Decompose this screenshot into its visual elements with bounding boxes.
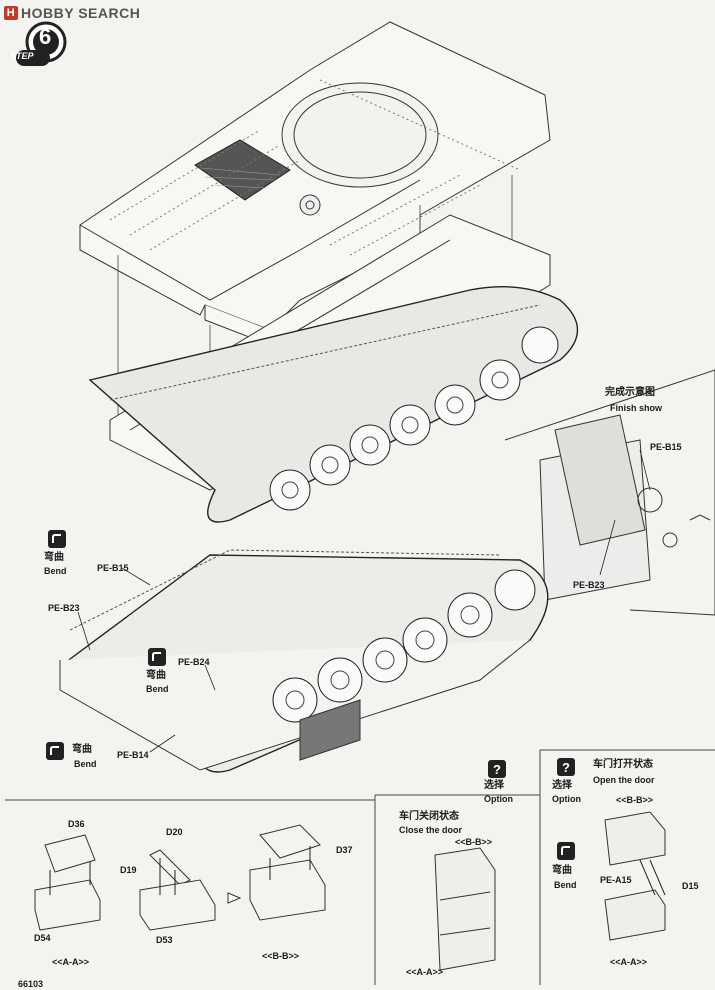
step-number: 6 <box>39 24 52 49</box>
part-label: D19 <box>120 865 137 875</box>
part-label: D53 <box>156 935 173 945</box>
road-wheels-upper <box>269 326 559 511</box>
option-label-zh: 选择 <box>484 780 504 791</box>
finish-title-zh: 完成示意图 <box>605 387 655 398</box>
watermark-logo-icon: H <box>4 6 18 20</box>
bend-icon <box>48 530 66 548</box>
road-wheels-lower <box>272 569 536 723</box>
panel-title-zh: 车门关闭状态 <box>399 811 459 822</box>
finish-title-en: Finish show <box>610 403 663 413</box>
section-label: <<A-A>> <box>610 957 648 967</box>
section-label: <<A-A>> <box>406 967 444 977</box>
bend-icon <box>46 742 64 760</box>
part-label: D37 <box>336 845 353 855</box>
option-label-zh: 选择 <box>552 780 572 791</box>
part-label: PE-A15 <box>600 875 632 885</box>
bottom-frame <box>5 749 715 985</box>
bend-label-en: Bend <box>554 880 577 890</box>
bend-label-en: Bend <box>74 759 97 769</box>
part-label: D54 <box>34 933 51 943</box>
panel-title-zh: 车门打开状态 <box>593 759 653 770</box>
bend-label-zh: 弯曲 <box>72 744 92 755</box>
finish-inset-frame <box>504 369 715 616</box>
option-icon: ? <box>488 760 506 778</box>
watermark: H HOBBY SEARCH <box>4 4 140 22</box>
panel-title-en: Open the door <box>593 775 655 785</box>
turret-ring <box>281 82 439 188</box>
bend-label-zh: 弯曲 <box>44 552 64 563</box>
bend-label-en: Bend <box>146 684 169 694</box>
part-label: PE-B23 <box>48 603 80 613</box>
section-label: <<A-A>> <box>52 957 90 967</box>
panel-title-en: Close the door <box>399 825 463 835</box>
part-label: D36 <box>68 819 85 829</box>
watermark-text: HOBBY SEARCH <box>21 5 141 21</box>
part-label: PE-B24 <box>178 657 210 667</box>
bend-icon <box>557 842 575 860</box>
option-icon: ? <box>557 758 575 776</box>
bend-icon <box>148 648 166 666</box>
right-track <box>88 286 579 523</box>
part-label: D20 <box>166 827 183 837</box>
section-label: <<B-B>> <box>455 837 493 847</box>
part-label: PE-B14 <box>117 750 149 760</box>
finish-part-label: PE-B15 <box>650 442 682 452</box>
section-label: <<B-B>> <box>616 795 654 805</box>
option-label-en: Option <box>484 794 513 804</box>
step-label: STEP <box>10 51 34 61</box>
part-label: D15 <box>682 881 699 891</box>
part-label: PE-B15 <box>97 563 129 573</box>
page-number: 66103 <box>18 979 44 989</box>
option-label-en: Option <box>552 794 581 804</box>
section-label: <<B-B>> <box>262 951 300 961</box>
finish-part-label: PE-B23 <box>573 580 605 590</box>
bend-label-en: Bend <box>44 566 67 576</box>
bend-label-zh: 弯曲 <box>146 670 166 681</box>
step-badge <box>16 21 67 66</box>
bend-label-zh: 弯曲 <box>552 865 572 876</box>
